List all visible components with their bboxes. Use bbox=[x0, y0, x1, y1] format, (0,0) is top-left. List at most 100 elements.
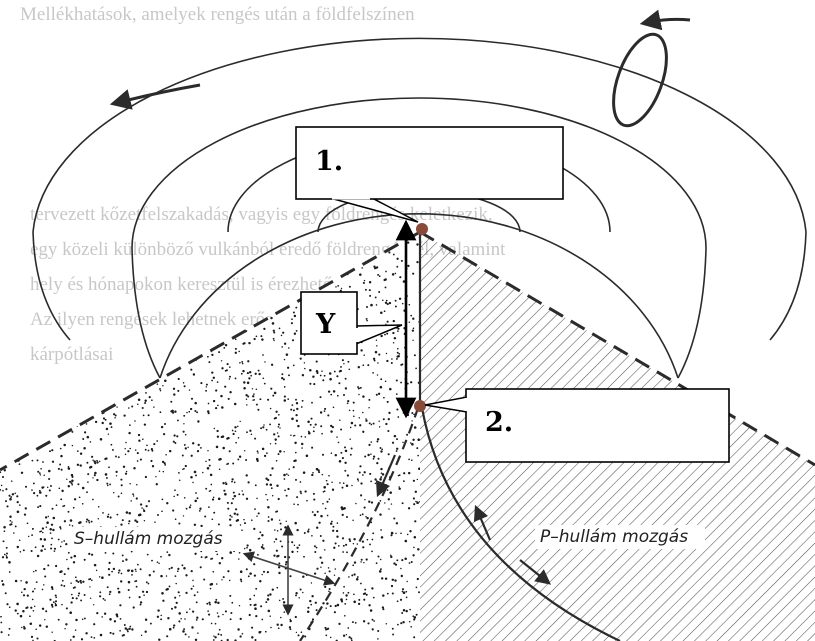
stipple-dot bbox=[67, 387, 71, 390]
stipple-dot bbox=[172, 387, 176, 390]
stipple-dot bbox=[152, 339, 155, 342]
stipple-dot bbox=[136, 371, 139, 374]
stipple-dot bbox=[27, 330, 30, 333]
stipple-dot bbox=[390, 554, 392, 556]
stipple-dot bbox=[377, 392, 381, 395]
s-front-arrow bbox=[375, 454, 397, 498]
stipple-dot bbox=[405, 590, 408, 593]
stipple-dot bbox=[295, 419, 299, 422]
stipple-dot bbox=[99, 438, 103, 441]
stipple-dot bbox=[71, 483, 74, 486]
stipple-dot bbox=[136, 452, 139, 455]
stipple-dot bbox=[222, 613, 224, 616]
stipple-dot bbox=[265, 477, 268, 480]
stipple-dot bbox=[107, 568, 110, 571]
stipple-dot bbox=[390, 503, 393, 505]
stipple-dot bbox=[63, 401, 65, 404]
label-box-y[interactable]: Y bbox=[300, 291, 403, 355]
stipple-dot bbox=[259, 398, 262, 401]
stipple-dot bbox=[25, 305, 28, 308]
stipple-dot bbox=[172, 440, 175, 443]
stipple-dot bbox=[290, 322, 293, 325]
s-wave-label-bg bbox=[68, 527, 238, 551]
stipple-dot bbox=[141, 406, 144, 410]
stipple-dot bbox=[360, 349, 363, 352]
stipple-dot bbox=[107, 335, 110, 338]
stipple-dot bbox=[87, 481, 89, 483]
stipple-dot bbox=[134, 420, 136, 422]
stipple-dot bbox=[408, 321, 411, 324]
stipple-dot bbox=[115, 455, 117, 458]
stipple-dot bbox=[107, 433, 110, 435]
stipple-dot bbox=[417, 454, 419, 457]
stipple-dot bbox=[242, 369, 245, 373]
stipple-dot bbox=[347, 627, 350, 629]
stipple-dot bbox=[293, 459, 296, 463]
stipple-dot bbox=[305, 454, 309, 458]
wave-ring-3d bbox=[677, 247, 707, 379]
stipple-dot bbox=[277, 435, 280, 438]
stipple-dot bbox=[166, 635, 169, 638]
stipple-dot bbox=[197, 632, 199, 634]
stipple-dot bbox=[125, 302, 128, 305]
stipple-dot bbox=[73, 554, 77, 558]
stipple-dot bbox=[32, 375, 35, 377]
stipple-dot bbox=[336, 394, 339, 397]
stipple-dot bbox=[339, 419, 341, 422]
stipple-dot bbox=[11, 246, 14, 249]
stipple-dot bbox=[340, 451, 343, 454]
stipple-dot bbox=[255, 300, 258, 302]
stipple-dot bbox=[369, 543, 371, 546]
stipple-dot bbox=[72, 635, 75, 639]
stipple-dot bbox=[198, 347, 201, 350]
stipple-dot bbox=[376, 438, 380, 441]
stipple-dot bbox=[61, 378, 64, 381]
stipple-dot bbox=[60, 468, 63, 471]
stipple-dot bbox=[313, 513, 317, 517]
stipple-dot bbox=[44, 618, 46, 621]
stipple-dot bbox=[171, 409, 174, 413]
stipple-dot bbox=[419, 500, 420, 503]
stipple-dot bbox=[289, 628, 292, 631]
label-box-2[interactable]: 2. bbox=[424, 388, 730, 463]
stipple-dot bbox=[319, 535, 322, 537]
stipple-dot bbox=[248, 370, 252, 374]
stipple-dot bbox=[37, 470, 40, 473]
stipple-dot bbox=[368, 500, 371, 503]
stipple-dot bbox=[246, 381, 250, 385]
stipple-dot bbox=[358, 471, 361, 474]
stipple-dot bbox=[43, 474, 45, 476]
stipple-dot bbox=[124, 472, 128, 475]
stipple-dot bbox=[2, 489, 4, 492]
stipple-dot bbox=[342, 592, 345, 594]
stipple-dot bbox=[181, 333, 184, 336]
stipple-dot bbox=[294, 451, 297, 454]
stipple-dot bbox=[316, 567, 319, 570]
stipple-dot bbox=[383, 310, 386, 313]
stipple-dot bbox=[33, 390, 36, 393]
stipple-dot bbox=[10, 306, 13, 308]
stipple-dot bbox=[205, 389, 208, 392]
stipple-dot bbox=[330, 452, 333, 454]
stipple-dot bbox=[88, 386, 92, 389]
stipple-dot bbox=[196, 497, 199, 500]
stipple-dot bbox=[353, 573, 356, 576]
stipple-dot bbox=[278, 306, 281, 308]
stipple-dot bbox=[86, 435, 90, 439]
stipple-dot bbox=[145, 581, 148, 584]
label-box-1[interactable]: 1. bbox=[295, 126, 564, 223]
stipple-dot bbox=[14, 261, 17, 264]
stipple-dot bbox=[326, 628, 329, 631]
stipple-dot bbox=[306, 610, 310, 613]
stipple-dot bbox=[54, 603, 58, 607]
s-wave-motion-cross bbox=[242, 524, 336, 616]
stipple-dot bbox=[342, 544, 345, 547]
stipple-dot bbox=[400, 381, 403, 384]
stipple-dot bbox=[401, 590, 404, 593]
stipple-dot bbox=[294, 521, 297, 525]
stipple-dot bbox=[363, 598, 366, 601]
stipple-dot bbox=[217, 615, 220, 618]
stipple-dot bbox=[195, 474, 197, 477]
stipple-dot bbox=[254, 508, 256, 510]
stipple-dot bbox=[372, 596, 375, 599]
